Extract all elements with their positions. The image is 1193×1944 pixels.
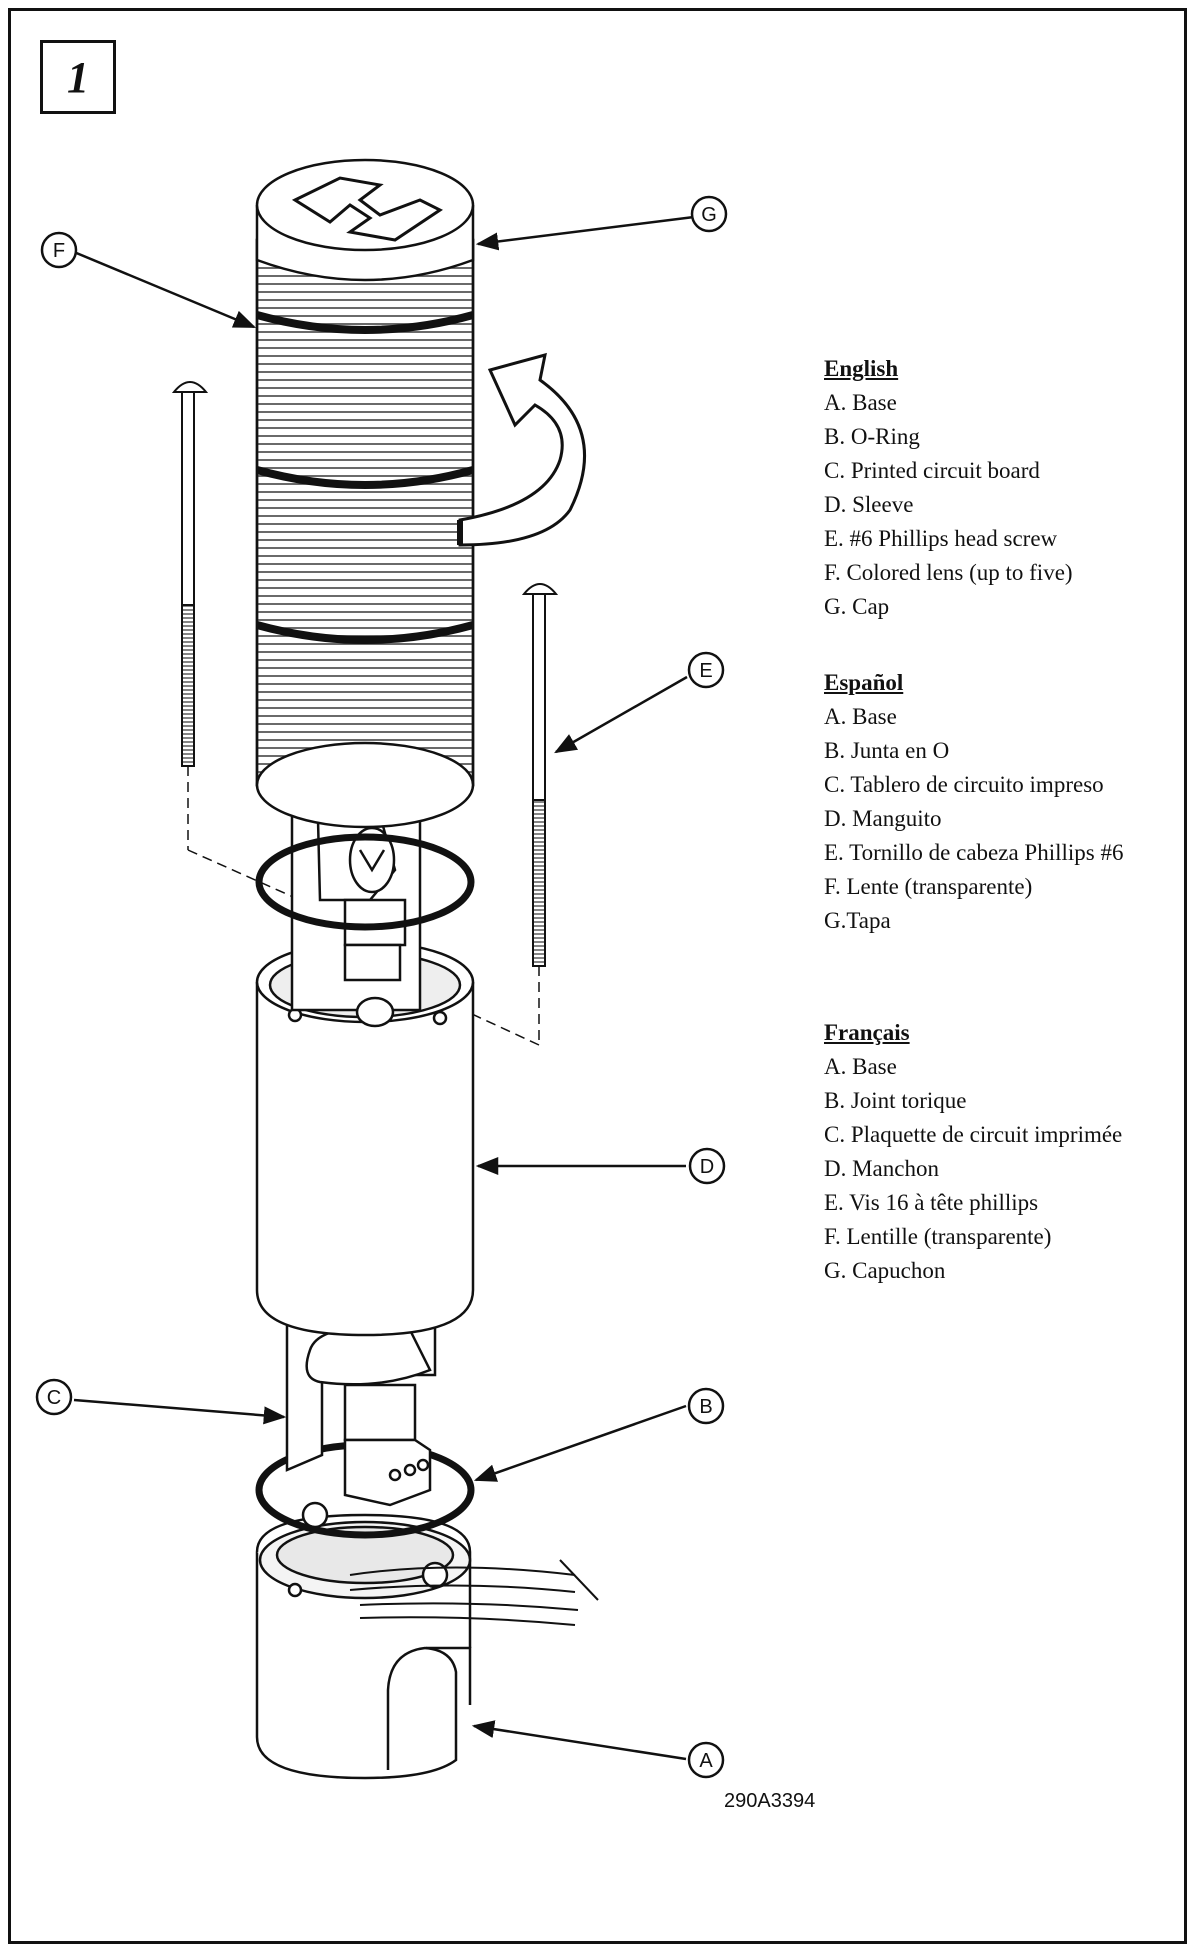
step-number-box: 1 — [40, 40, 116, 114]
legend-item: C. Plaquette de circuit imprimée — [824, 1122, 1123, 1147]
callout-label-a: A — [699, 1750, 713, 1772]
legend-item: G.Tapa — [824, 908, 891, 933]
callout-label-b: B — [699, 1396, 712, 1418]
legend-item: G. Capuchon — [824, 1258, 946, 1283]
legend-item: D. Manguito — [824, 806, 942, 831]
callout-c: C — [35, 1378, 73, 1416]
callout-a: A — [687, 1741, 725, 1779]
leader-f — [73, 250, 257, 329]
legend-heading: Français — [824, 1020, 910, 1045]
leader-g — [475, 215, 695, 251]
callout-g: G — [690, 195, 728, 233]
legend-item: B. Joint torique — [824, 1088, 967, 1113]
callout-f: F — [40, 231, 78, 269]
legend-item: A. Base — [824, 390, 897, 415]
legend-heading: Español — [824, 670, 904, 695]
callout-label-d: D — [700, 1156, 714, 1178]
legend-item: E. Tornillo de cabeza Phillips #6 — [824, 840, 1124, 865]
circuit-board-lower — [285, 1318, 437, 1507]
legend-item: A. Base — [824, 1054, 897, 1079]
legend-item: C. Tablero de circuito impreso — [824, 772, 1104, 797]
lens-stack — [255, 238, 475, 829]
legend-spanish: Español A. Base B. Junta en O C. Tablero… — [824, 666, 1123, 938]
legend-item: G. Cap — [824, 594, 890, 619]
callout-label-f: F — [53, 240, 65, 262]
legend-item: E. #6 Phillips head screw — [824, 526, 1058, 551]
rotation-arrow — [457, 352, 586, 547]
callout-e: E — [687, 651, 725, 689]
legend-english: English A. Base B. O-Ring C. Printed cir… — [824, 352, 1073, 624]
callout-b: B — [687, 1387, 725, 1425]
leader-a — [471, 1720, 687, 1761]
callout-label-c: C — [47, 1387, 61, 1409]
screw-right — [419, 583, 559, 1046]
legend-item: B. O-Ring — [824, 424, 920, 449]
step-number: 1 — [67, 52, 89, 102]
screw-left — [171, 381, 301, 901]
callout-d: D — [688, 1147, 726, 1185]
legend-heading: English — [824, 356, 899, 381]
base-part — [255, 1501, 599, 1780]
leader-e — [554, 675, 688, 754]
callout-label-g: G — [701, 204, 717, 226]
legend-french: Français A. Base B. Joint torique C. Pla… — [824, 1016, 1122, 1288]
callout-label-e: E — [699, 660, 712, 682]
figure-frame — [8, 8, 1187, 1944]
legend-item: D. Manchon — [824, 1156, 939, 1181]
leader-c — [73, 1398, 287, 1425]
legend-item: C. Printed circuit board — [824, 458, 1040, 483]
legend-item: D. Sleeve — [824, 492, 914, 517]
legend-item: F. Lente (transparente) — [824, 874, 1033, 899]
legend-item: A. Base — [824, 704, 897, 729]
legend-item: E. Vis 16 à tête phillips — [824, 1190, 1039, 1215]
legend-item: F. Colored lens (up to five) — [824, 560, 1073, 585]
o-ring-upper — [255, 833, 475, 931]
legend-item: F. Lentille (transparente) — [824, 1224, 1052, 1249]
figure-number: 290A3394 — [724, 1790, 816, 1812]
cap-part — [255, 158, 475, 282]
circuit-board-upper — [290, 800, 422, 1028]
legend-item: B. Junta en O — [824, 738, 950, 763]
leader-b — [473, 1404, 687, 1482]
